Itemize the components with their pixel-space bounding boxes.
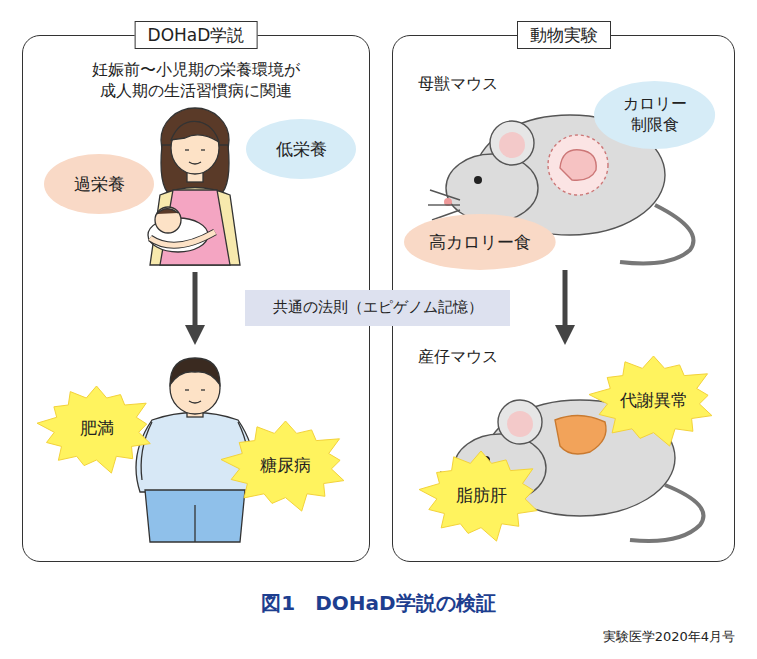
man-figure bbox=[185, 389, 189, 390]
figure-caption: 図1 DOHaD学説の検証 bbox=[0, 590, 757, 617]
mother-mouse bbox=[430, 190, 460, 200]
panel-heading: 動物実験 bbox=[517, 21, 611, 49]
mother-figure bbox=[150, 232, 215, 245]
mother-mouse bbox=[446, 154, 538, 222]
outcome-burst: 脂肪肝 bbox=[421, 451, 541, 539]
condition-bubble: 高カロリー食 bbox=[404, 214, 556, 270]
condition-bubble: 低栄養 bbox=[246, 119, 356, 179]
outcome-burst: 代謝異常 bbox=[591, 356, 716, 444]
down-arrow bbox=[193, 272, 198, 335]
mother-figure bbox=[189, 162, 201, 164]
burst-fill bbox=[37, 386, 150, 473]
man-figure bbox=[170, 358, 220, 385]
source-note: 実験医学2020年4月号 bbox=[603, 628, 735, 646]
bubble-fill bbox=[404, 214, 556, 270]
node-text: 代謝異常 bbox=[620, 389, 688, 411]
man-figure bbox=[194, 505, 195, 542]
mother-figure bbox=[150, 232, 215, 245]
mother-mouse bbox=[560, 150, 596, 180]
burst-fill bbox=[221, 421, 344, 511]
bubble-fill bbox=[246, 119, 356, 179]
burst-fill bbox=[589, 356, 712, 446]
condition-bubble: カロリー 制限食 bbox=[594, 81, 715, 149]
mother-figure bbox=[171, 122, 219, 174]
down-arrow bbox=[563, 270, 568, 335]
node-text: 肥満 bbox=[80, 417, 114, 439]
panel-heading: DOHaD学説 bbox=[135, 21, 258, 49]
condition-bubble: 過栄養 bbox=[44, 154, 154, 214]
common-rule-band: 共通の法則（エピゲノム記憶） bbox=[245, 290, 510, 326]
mother-figure bbox=[171, 121, 219, 142]
mother-figure bbox=[185, 149, 189, 150]
offspring-mouse bbox=[507, 411, 533, 437]
mother-mouse bbox=[490, 121, 534, 165]
mother-figure bbox=[201, 149, 205, 150]
node-text: カロリー 制限食 bbox=[615, 94, 695, 136]
panel-description: 妊娠前〜小児期の栄養環境が 成人期の生活習慣病に関連 bbox=[43, 60, 349, 102]
man-figure bbox=[136, 358, 254, 542]
mother-figure bbox=[155, 207, 181, 233]
node-text: 高カロリー食 bbox=[429, 231, 531, 253]
burst-fill bbox=[419, 451, 537, 541]
bubble-fill bbox=[594, 81, 715, 149]
node-text: 脂肪肝 bbox=[456, 484, 507, 506]
mother-mouse bbox=[428, 204, 460, 205]
node-text: 低栄養 bbox=[276, 138, 327, 160]
mother-mouse bbox=[474, 176, 482, 184]
offspring-mouse bbox=[498, 400, 542, 444]
outcome-burst: 肥満 bbox=[39, 386, 154, 471]
man-figure bbox=[141, 422, 152, 480]
panel-label: 産仔マウス bbox=[418, 347, 498, 368]
node-text: 過栄養 bbox=[74, 173, 125, 195]
panel-label: 母獣マウス bbox=[418, 74, 498, 95]
man-figure bbox=[145, 490, 245, 542]
man-figure bbox=[189, 401, 201, 403]
node-text: 共通の法則（エピゲノム記憶） bbox=[273, 298, 483, 318]
mother-mouse bbox=[548, 135, 608, 195]
outcome-burst: 糖尿病 bbox=[223, 421, 348, 509]
node-text: 糖尿病 bbox=[260, 454, 311, 476]
mother-figure bbox=[157, 209, 178, 214]
mother-figure bbox=[148, 108, 240, 265]
band-fill bbox=[245, 290, 510, 326]
down-arrow bbox=[195, 270, 565, 335]
bubble-fill bbox=[44, 154, 154, 214]
mother-mouse bbox=[499, 132, 525, 158]
offspring-mouse bbox=[555, 415, 606, 454]
man-figure bbox=[201, 389, 205, 390]
